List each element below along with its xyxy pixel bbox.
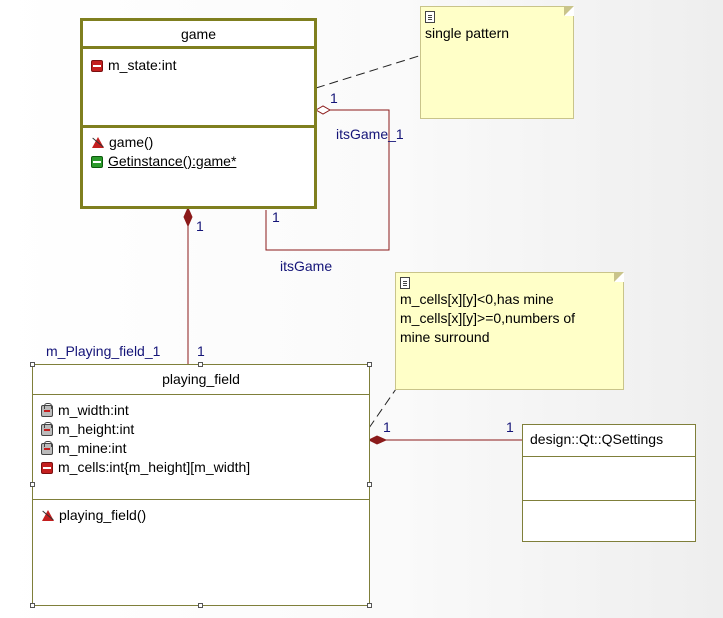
class-name: design::Qt::QSettings bbox=[523, 425, 695, 457]
operation-text: game() bbox=[109, 134, 154, 150]
class-playing-field[interactable]: playing_field m_width:int m_height:int m… bbox=[32, 364, 370, 606]
operation-row[interactable]: Getinstance():game* bbox=[91, 152, 314, 171]
role-label-itsgame-1[interactable]: itsGame_1 bbox=[336, 126, 404, 142]
resize-handle-bottom-right[interactable] bbox=[367, 603, 372, 608]
attribute-row[interactable]: m_mine:int bbox=[41, 439, 369, 458]
operation-row[interactable]: game() bbox=[91, 133, 314, 152]
class-name: playing_field bbox=[33, 365, 369, 395]
note-fold bbox=[564, 6, 574, 16]
self-association-itsgame-1[interactable] bbox=[265, 109, 390, 251]
class-name: game bbox=[83, 21, 314, 49]
note-anchor-game[interactable] bbox=[315, 54, 423, 89]
operation-text: playing_field() bbox=[59, 507, 147, 523]
composition-diamond-playing-field bbox=[367, 435, 388, 445]
attribute-row[interactable]: m_width:int bbox=[41, 401, 369, 420]
resize-handle-bottom[interactable] bbox=[198, 603, 203, 608]
note-cells[interactable]: m_cells[x][y]<0,has mine m_cells[x][y]>=… bbox=[395, 272, 624, 390]
note-icon bbox=[400, 277, 410, 289]
note-text: single pattern bbox=[425, 25, 510, 41]
private-attribute-icon bbox=[41, 461, 53, 474]
operation-text: Getinstance():game* bbox=[108, 153, 237, 169]
protected-attribute-icon bbox=[41, 402, 53, 417]
multiplicity-label[interactable]: 1 bbox=[197, 343, 205, 359]
operation-row[interactable]: playing_field() bbox=[41, 506, 369, 525]
multiplicity-label[interactable]: 1 bbox=[272, 209, 280, 225]
resize-handle-top-right[interactable] bbox=[367, 362, 372, 367]
operation-compartment: game() Getinstance():game* bbox=[83, 128, 314, 171]
note-text: mine surround bbox=[400, 329, 490, 345]
class-qsettings[interactable]: design::Qt::QSettings bbox=[522, 424, 696, 542]
attribute-text: m_width:int bbox=[58, 402, 129, 418]
note-singleton[interactable]: single pattern bbox=[420, 6, 574, 119]
attribute-compartment bbox=[523, 457, 695, 501]
resize-handle-bottom-left[interactable] bbox=[30, 603, 35, 608]
note-text: m_cells[x][y]<0,has mine bbox=[400, 291, 554, 307]
attribute-compartment: m_state:int bbox=[83, 49, 314, 128]
attribute-row[interactable]: m_state:int bbox=[91, 56, 314, 75]
attribute-row[interactable]: m_cells:int{m_height][m_width] bbox=[41, 458, 369, 477]
role-label-m-playing-field-1[interactable]: m_Playing_field_1 bbox=[46, 343, 161, 359]
aggregation-diamond-hollow bbox=[314, 105, 332, 115]
multiplicity-label[interactable]: 1 bbox=[506, 419, 514, 435]
constructor-icon bbox=[41, 509, 54, 522]
attribute-text: m_mine:int bbox=[58, 440, 127, 456]
attribute-compartment: m_width:int m_height:int m_mine:int m_ce… bbox=[33, 395, 369, 500]
note-fold bbox=[614, 272, 624, 282]
role-label-itsgame[interactable]: itsGame bbox=[280, 258, 333, 274]
resize-handle-top-left[interactable] bbox=[30, 362, 35, 367]
private-attribute-icon bbox=[91, 59, 103, 72]
note-icon bbox=[425, 11, 435, 23]
resize-handle-right[interactable] bbox=[367, 482, 372, 487]
note-text: m_cells[x][y]>=0,numbers of bbox=[400, 310, 576, 326]
constructor-icon bbox=[91, 136, 104, 149]
public-operation-icon bbox=[91, 155, 103, 168]
note-anchor-playing-field[interactable] bbox=[368, 388, 397, 429]
resize-handle-top[interactable] bbox=[198, 362, 203, 367]
multiplicity-label[interactable]: 1 bbox=[330, 90, 338, 106]
operation-compartment: playing_field() bbox=[33, 500, 369, 525]
multiplicity-label[interactable]: 1 bbox=[383, 419, 391, 435]
attribute-text: m_cells:int{m_height][m_width] bbox=[58, 459, 251, 475]
attribute-text: m_state:int bbox=[108, 57, 177, 73]
attribute-row[interactable]: m_height:int bbox=[41, 420, 369, 439]
attribute-text: m_height:int bbox=[58, 421, 135, 437]
protected-attribute-icon bbox=[41, 440, 53, 455]
composition-diamond-game bbox=[183, 206, 193, 228]
multiplicity-label[interactable]: 1 bbox=[196, 218, 204, 234]
protected-attribute-icon bbox=[41, 421, 53, 436]
resize-handle-left[interactable] bbox=[30, 482, 35, 487]
class-game[interactable]: game m_state:int game() Getinstance():ga… bbox=[80, 18, 317, 209]
